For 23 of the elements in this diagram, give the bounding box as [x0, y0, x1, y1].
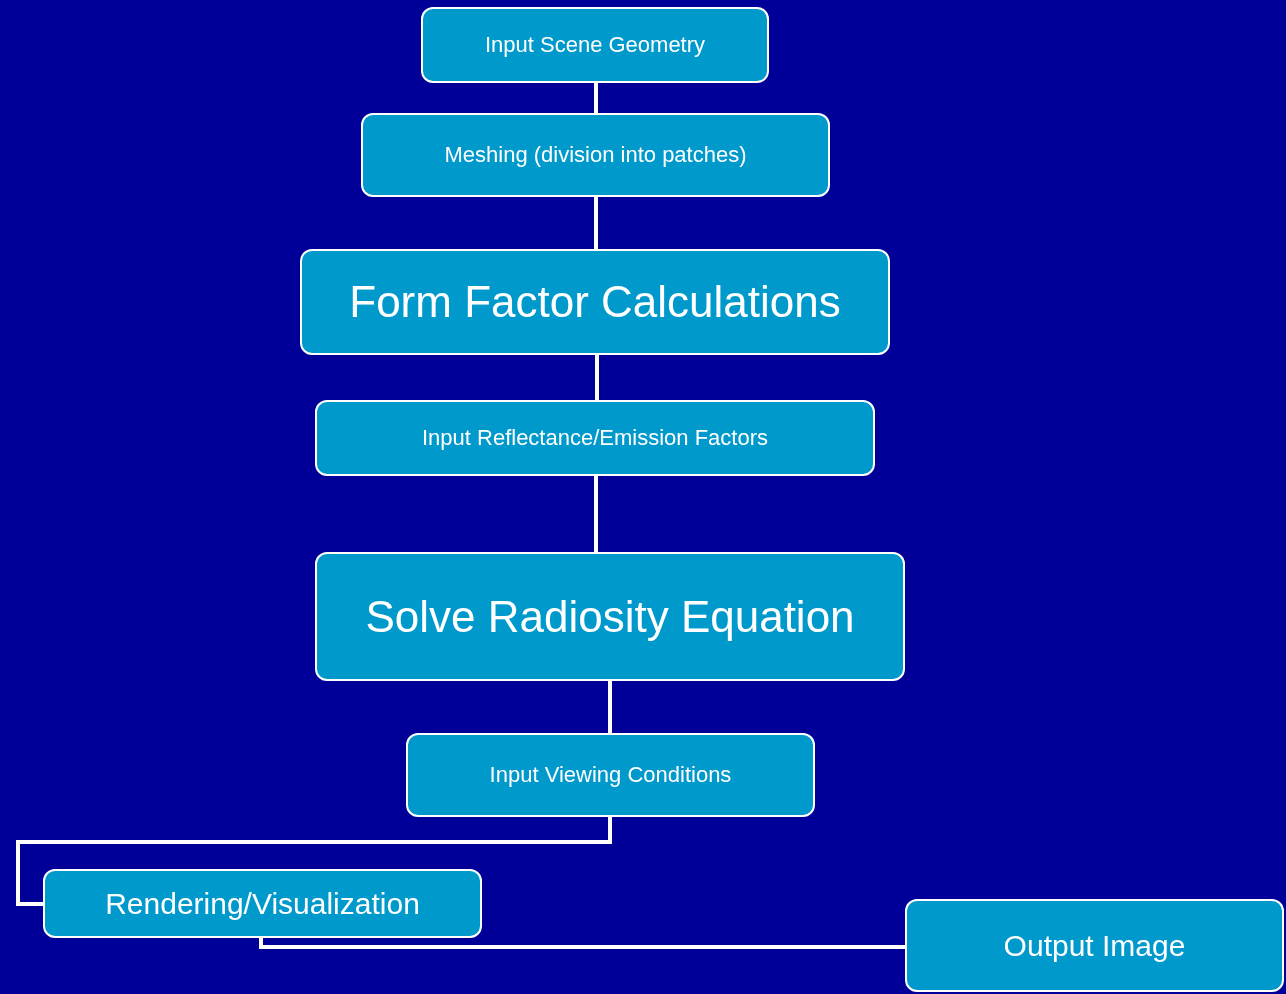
process-box: [315, 552, 905, 681]
process-box: [905, 899, 1284, 992]
process-box: [43, 869, 482, 938]
connector-line: [594, 476, 598, 552]
step-label: Input Viewing Conditions: [489, 762, 732, 788]
connector-line: [595, 355, 599, 400]
process-box: [315, 400, 875, 476]
process-box: [361, 113, 830, 197]
connector-line: [259, 938, 905, 949]
connector-line: [608, 681, 612, 733]
process-box: [300, 249, 890, 355]
step-label: Output Image: [1003, 928, 1186, 963]
process-box: [421, 7, 769, 83]
connector-line: [594, 83, 598, 113]
step-label: Rendering/Visualization: [105, 886, 420, 921]
step-label: Meshing (division into patches): [444, 142, 747, 168]
step-label: Input Scene Geometry: [484, 32, 706, 58]
step-label: Input Reflectance/Emission Factors: [421, 425, 768, 451]
step-label: Solve Radiosity Equation: [365, 591, 855, 642]
connector-line: [594, 197, 598, 249]
step-label: Form Factor Calculations: [349, 277, 841, 327]
process-box: [406, 733, 815, 817]
connector-line: [16, 817, 612, 906]
